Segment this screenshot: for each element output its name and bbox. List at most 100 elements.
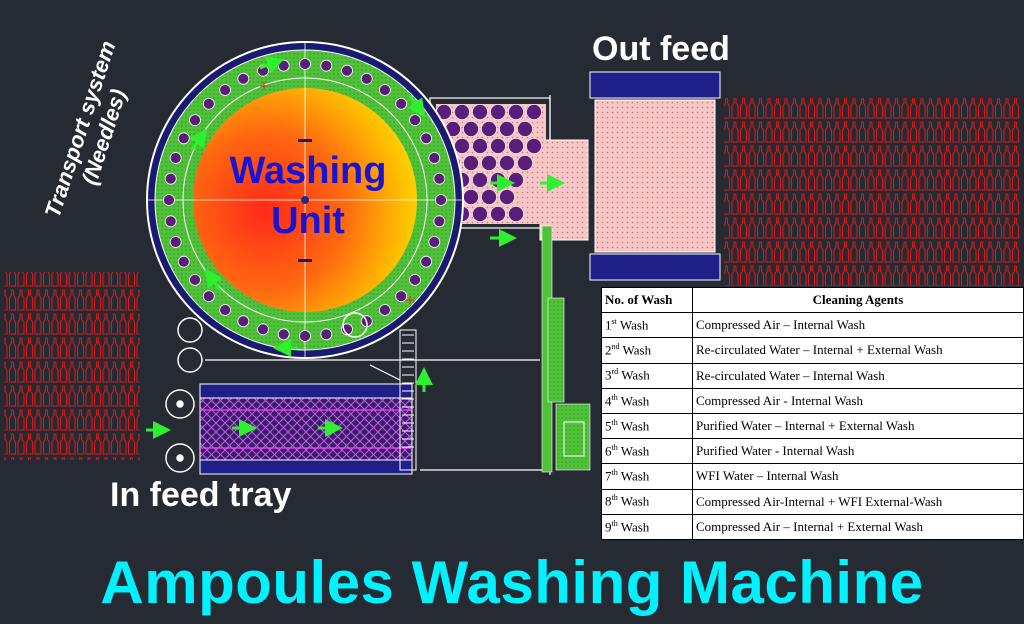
- needle-dot: [395, 290, 408, 303]
- ampoule-rack-left: [4, 272, 140, 460]
- ampoule-dot: [508, 172, 524, 188]
- wash-number: 3: [605, 367, 612, 383]
- wash-number: 8: [605, 493, 612, 509]
- needle-dot: [435, 194, 447, 206]
- drum-markers: [260, 82, 414, 304]
- wash-ordinal: th: [611, 468, 618, 478]
- wash-number-cell: 1st Wash: [601, 312, 693, 339]
- ampoule-dot: [490, 104, 506, 120]
- wash-number: 9: [605, 518, 612, 534]
- needle-dot: [202, 97, 215, 110]
- wash-word: Wash: [619, 317, 649, 333]
- needle-dot: [237, 72, 250, 85]
- needle-dot: [420, 255, 433, 268]
- needle-dot: [169, 152, 182, 164]
- ampoule-dot: [508, 206, 524, 222]
- ampoule-dot: [499, 121, 515, 137]
- cleaning-agent-cell: Compressed Air-Internal + WFI External-W…: [692, 488, 1024, 515]
- wash-word: Wash: [622, 342, 652, 358]
- needle-dot: [219, 304, 232, 316]
- transport-needles: [163, 58, 447, 342]
- wash-ordinal: th: [611, 392, 618, 402]
- lift-column: [541, 225, 591, 473]
- cleaning-agent-cell: Compressed Air - Internal Wash: [692, 387, 1024, 414]
- wash-number: 4: [605, 393, 612, 408]
- needle-dot: [219, 84, 232, 96]
- wash-number-cell: 6th Wash: [601, 438, 693, 465]
- needle-dot: [320, 59, 333, 72]
- washing-unit-label: Washing Unit: [229, 150, 387, 242]
- cleaning-agent-cell: Compressed Air – Internal Wash: [692, 312, 1024, 339]
- needle-dot: [409, 273, 421, 286]
- table-row: 4th Wash Compressed Air - Internal Wash: [601, 387, 1024, 414]
- wash-number-cell: 7th Wash: [601, 463, 693, 490]
- needle-dot: [420, 132, 433, 145]
- drive-rollers: [165, 312, 368, 473]
- header-no-of-wash: No. of Wash: [601, 286, 693, 314]
- header-cleaning-agents: Cleaning Agents: [692, 286, 1024, 314]
- needle-dot: [177, 255, 190, 268]
- ampoule-dot: [463, 155, 479, 171]
- wash-number: 6: [605, 443, 612, 459]
- wash-ordinal: th: [611, 518, 618, 528]
- needle-dot: [341, 64, 353, 77]
- wash-ordinal: st: [611, 317, 617, 327]
- wash-ordinal: rd: [611, 367, 619, 377]
- needle-dot: [189, 114, 201, 126]
- needle-dot: [433, 215, 446, 228]
- needle-dot: [189, 273, 201, 286]
- needle-dot: [395, 97, 408, 110]
- needle-dot: [164, 172, 177, 185]
- ampoule-rack-right: [724, 98, 1020, 286]
- needle-dot: [257, 323, 269, 336]
- ampoule-dot: [490, 172, 506, 188]
- wash-number-cell: 2nd Wash: [601, 337, 693, 364]
- ampoule-dot: [490, 138, 506, 154]
- ampoule-dot: [499, 155, 515, 171]
- ampoule-dot: [517, 121, 533, 137]
- cleaning-agent-cell: WFI Water – Internal Wash: [692, 463, 1024, 490]
- in-feed-label: In feed tray: [110, 476, 292, 514]
- wash-number: 7: [605, 468, 612, 484]
- wash-word: Wash: [621, 367, 650, 383]
- needle-dot: [277, 328, 290, 341]
- ampoule-dot: [481, 121, 497, 137]
- ampoule-dot: [526, 138, 542, 154]
- needle-dot: [299, 330, 311, 342]
- wash-number-cell: 5th Wash: [601, 412, 693, 440]
- wash-ordinal: nd: [611, 342, 620, 352]
- ampoule-dot: [472, 138, 488, 154]
- out-feed-hopper: [539, 71, 721, 281]
- needle-dot: [169, 236, 182, 248]
- wash-number-cell: 3rd Wash: [601, 362, 693, 389]
- table-header-row: No. of Wash Cleaning Agents: [601, 286, 1024, 314]
- cleaning-agent-cell: Compressed Air – Internal + External Was…: [692, 513, 1024, 540]
- cleaning-agent-cell: Purified Water - Internal Wash: [692, 438, 1024, 465]
- needle-dot: [177, 132, 190, 145]
- needle-dot: [163, 194, 175, 206]
- needle-dot: [428, 152, 441, 164]
- wash-word: Wash: [620, 393, 650, 408]
- needle-dot: [409, 114, 421, 126]
- needle-dot: [378, 84, 391, 96]
- ampoule-dot: [490, 206, 506, 222]
- cleaning-agent-cell: Purified Water – Internal + External Was…: [692, 412, 1024, 440]
- page-title: Ampoules Washing Machine: [100, 549, 924, 616]
- flow-arrows: [146, 56, 565, 439]
- in-feed-tray: [199, 329, 417, 475]
- wash-number-cell: 8th Wash: [601, 488, 693, 515]
- ampoule-dot: [454, 104, 470, 120]
- needle-dot: [277, 59, 290, 72]
- ampoule-dot: [463, 121, 479, 137]
- washing-drum: [146, 41, 464, 359]
- needle-dot: [378, 304, 391, 316]
- ampoule-dot: [499, 189, 515, 205]
- wash-word: Wash: [620, 468, 650, 484]
- wash-word: Wash: [620, 518, 650, 534]
